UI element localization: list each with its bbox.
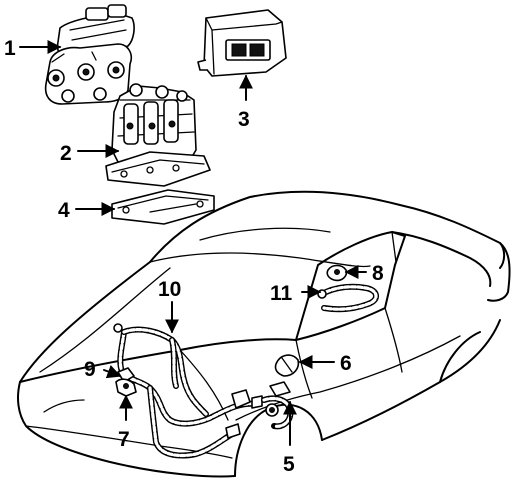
mounting-bracket — [111, 189, 215, 225]
callout-2: 2 — [60, 142, 72, 165]
callout-7: 7 — [118, 428, 130, 451]
callout-4: 4 — [58, 199, 70, 222]
car-body — [17, 190, 511, 478]
callout-5: 5 — [283, 453, 295, 476]
leader-arrows — [19, 40, 367, 446]
callout-11: 11 — [270, 282, 293, 305]
callout-10: 10 — [158, 278, 181, 301]
callout-8: 8 — [372, 262, 384, 285]
control-module — [197, 9, 287, 77]
callout-3: 3 — [238, 108, 250, 131]
callout-6: 6 — [340, 352, 352, 375]
callout-1: 1 — [4, 37, 16, 60]
master-cylinder — [44, 4, 135, 105]
leader-9 — [103, 365, 122, 379]
abs-modulator — [105, 83, 211, 187]
callout-labels: 1 2 3 4 5 6 7 8 9 10 11 — [4, 37, 384, 476]
callout-9: 9 — [84, 358, 96, 381]
wheel-speed-sensor — [261, 354, 300, 430]
